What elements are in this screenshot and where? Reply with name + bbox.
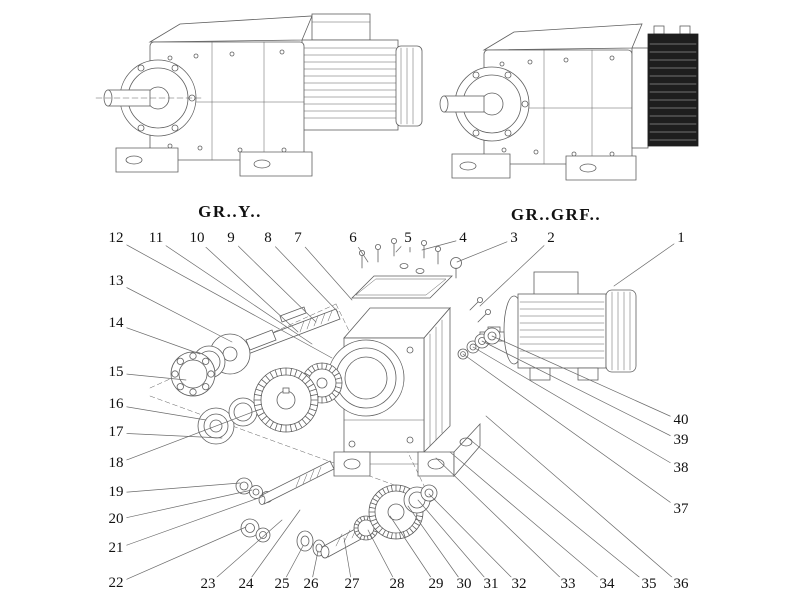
exploded-view <box>149 233 637 559</box>
motor-shaft-washers <box>457 327 501 360</box>
motor <box>479 271 637 381</box>
motor-body-outline <box>301 39 399 131</box>
side-bolts <box>469 296 491 323</box>
assembled-view-gr-grf <box>439 23 699 181</box>
intermediate-pinion-shaft <box>258 460 335 505</box>
terminal-box <box>533 271 579 297</box>
ribbed-cover-block <box>647 33 699 147</box>
spacer-washer <box>420 484 438 502</box>
output-shaft-outline <box>443 95 485 113</box>
input-shaft-key <box>279 306 307 323</box>
assembled-view-gr-y <box>95 13 423 177</box>
washer-pair <box>240 518 271 543</box>
housing-top-cover <box>351 275 453 299</box>
eye-bolt <box>450 257 462 279</box>
terminal-box-outline <box>311 13 371 41</box>
motor-body <box>517 293 607 369</box>
ball-bearing <box>170 351 216 397</box>
fan-cowl-outline <box>395 45 423 127</box>
adapter-outline <box>631 47 649 149</box>
leader-lines <box>115 238 682 586</box>
gear-housing <box>327 306 481 478</box>
fan-cowl <box>605 289 637 373</box>
helical-gear-large <box>253 367 319 433</box>
cover-screws <box>358 233 441 274</box>
